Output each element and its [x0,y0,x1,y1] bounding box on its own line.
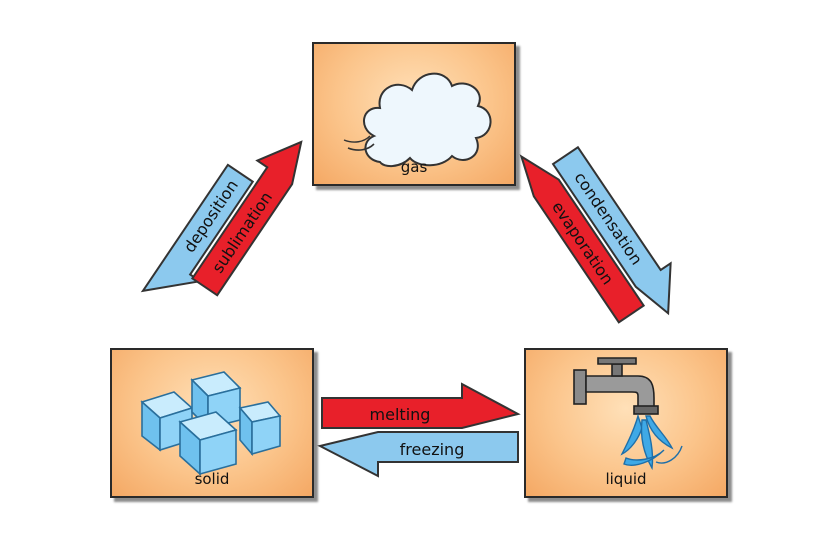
solid-state-box: solid [110,348,314,498]
gas-label: gas [400,158,428,176]
melting-label: melting [370,405,431,424]
liquid-label: liquid [605,470,647,488]
solid-label: solid [194,470,230,488]
cloud-icon [343,72,492,168]
ice-cubes-icon [140,371,282,476]
freezing-label: freezing [400,440,465,459]
freezing-arrow: freezing [317,431,519,478]
gas-state-box: gas [312,42,516,186]
faucet-icon [573,357,683,471]
melting-arrow: melting [321,382,521,429]
water-stream-icon [620,413,683,471]
liquid-state-box: liquid [524,348,728,498]
